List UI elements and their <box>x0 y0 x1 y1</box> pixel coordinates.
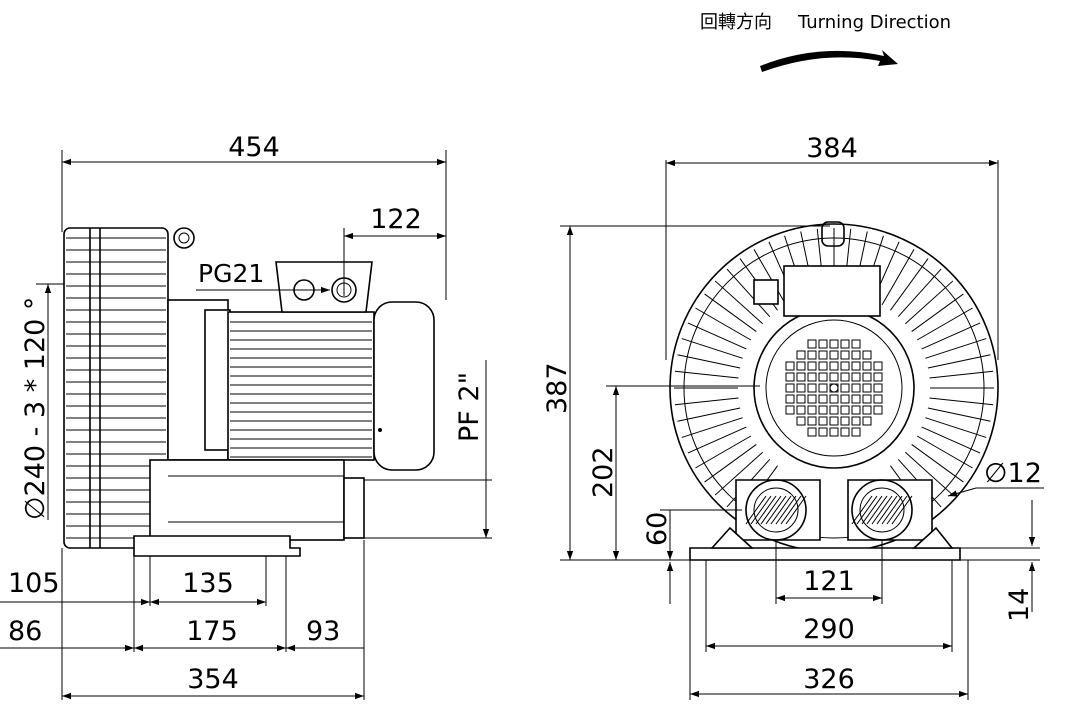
front-base <box>689 547 961 561</box>
dim-93: 93 <box>306 616 340 647</box>
side-view: 454 122 PG21 PF 2" ∅240 - 3 * 120 ° 105 … <box>0 132 492 700</box>
dim-384: 384 <box>806 133 858 164</box>
dim-454: 454 <box>228 132 280 163</box>
dim-354: 354 <box>187 664 239 695</box>
side-base <box>133 535 301 557</box>
pf2-label: PF 2" <box>454 372 485 442</box>
turning-arrow-icon <box>760 50 898 72</box>
front-view: 384 387 202 60 ∅12 121 14 290 <box>542 133 1044 700</box>
dim-387: 387 <box>542 362 573 414</box>
inlet-outlet-ports <box>735 479 933 541</box>
dim-202: 202 <box>588 446 619 498</box>
dim-122: 122 <box>370 204 422 235</box>
turning-direction: 回轉方向 Turning Direction <box>700 12 951 72</box>
turning-direction-label: Turning Direction <box>797 12 951 33</box>
hole-dia-label: ∅12 <box>984 458 1042 489</box>
dim-86: 86 <box>8 616 42 647</box>
dim-135: 135 <box>182 568 234 599</box>
outlet-pipe <box>149 459 365 541</box>
motor-body <box>227 301 435 471</box>
dim-105: 105 <box>8 568 60 599</box>
dim-121: 121 <box>803 566 855 597</box>
dim-326: 326 <box>803 664 855 695</box>
dim-14: 14 <box>1004 588 1035 622</box>
fan-cover <box>753 307 915 469</box>
lifting-eye <box>173 227 195 249</box>
turning-direction-chinese: 回轉方向 <box>700 12 772 33</box>
dim-175: 175 <box>186 616 238 647</box>
terminal-box <box>275 261 373 313</box>
pg21-label: PG21 <box>198 259 264 288</box>
bolt-circle-label: ∅240 - 3 * 120 ° <box>20 297 51 520</box>
dim-290: 290 <box>803 614 855 645</box>
dim-60: 60 <box>642 512 673 546</box>
